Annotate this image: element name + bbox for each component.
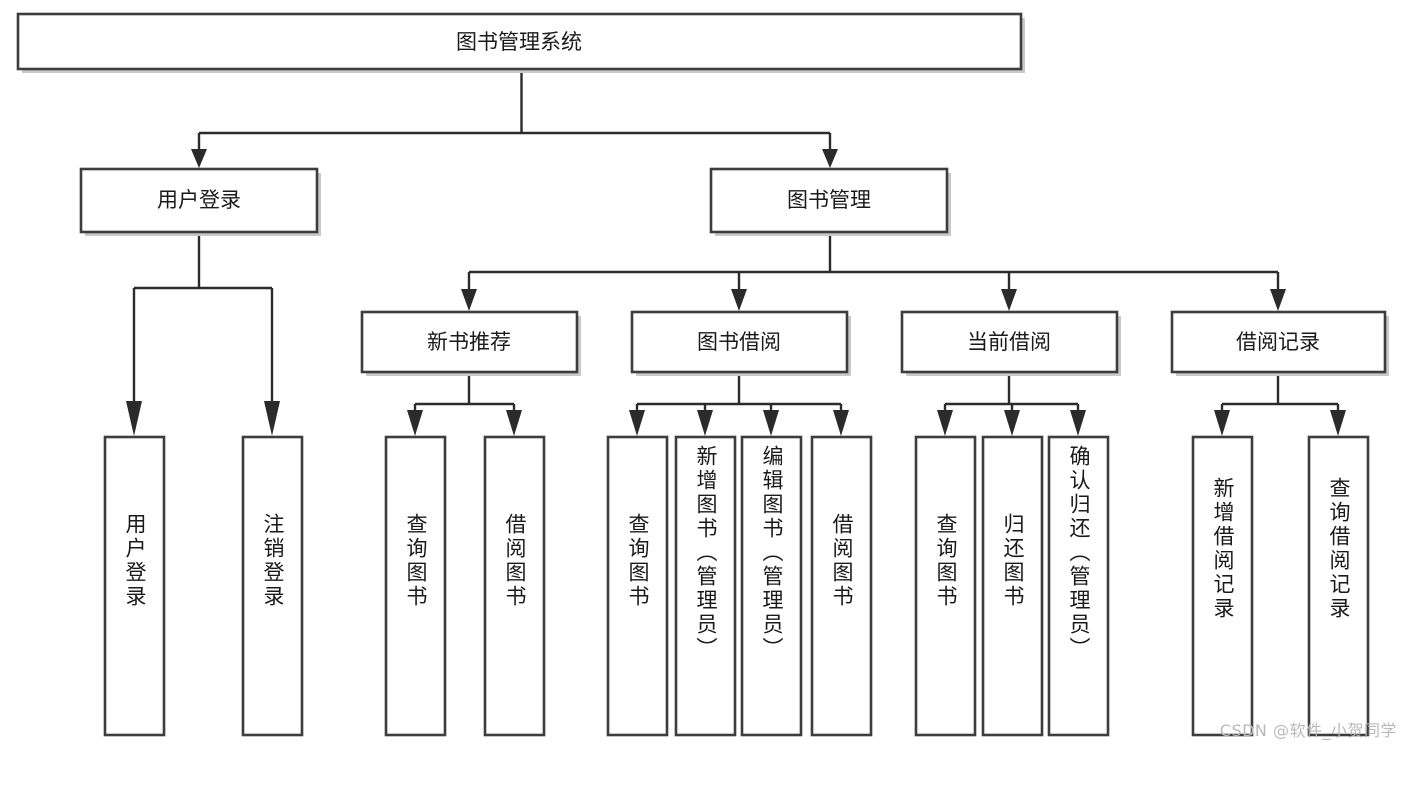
node-layer: 图书管理系统 用户登录 图书管理 新书推荐 图书借阅 当前借阅 借阅记录 [16,12,1389,737]
arrow-head-bw-2 [763,410,779,436]
arrow-head-book-manage [822,149,838,168]
node-borrow-record[interactable] [1170,310,1387,374]
arrow-head-cb-2 [1070,410,1086,436]
tree-diagram-svg: 图书管理系统 用户登录 图书管理 新书推荐 图书借阅 当前借阅 借阅记录 [16,12,1389,737]
arrow-head-bw-3 [833,410,849,436]
leaf-new-book-1[interactable] [483,435,546,737]
leaf-user-login-0[interactable] [103,435,166,737]
watermark-text: CSDN @软件_小贺同学 [1219,721,1397,740]
leaf-current-borrow-2[interactable] [1047,435,1110,737]
leaf-user-login-1[interactable] [241,435,304,737]
leaf-borrow-record-1[interactable] [1307,435,1370,737]
arrow-head-l3-2 [1001,289,1017,311]
node-book-manage[interactable] [709,167,949,234]
leaf-current-borrow-1[interactable] [981,435,1044,737]
node-new-book-recommend[interactable] [360,310,579,374]
leaf-new-book-0[interactable] [384,435,447,737]
node-current-borrow-label: 当前借阅 [967,330,1051,354]
node-book-borrow[interactable] [630,310,849,374]
node-root-label: 图书管理系统 [456,30,582,54]
node-user-login[interactable] [79,167,319,234]
node-book-borrow-label: 图书借阅 [697,330,781,354]
arrow-head-bw-0 [629,410,645,436]
leaf-book-borrow-3[interactable] [810,435,873,737]
node-borrow-record-label: 借阅记录 [1236,330,1320,354]
leaf-borrow-record-0[interactable] [1191,435,1254,737]
arrow-head-ul-1 [264,401,280,436]
arrow-head-l3-0 [461,289,477,311]
arrow-head-rc-1 [1330,410,1346,436]
arrow-head-rc-0 [1214,410,1230,436]
node-user-login-label: 用户登录 [157,188,241,212]
arrow-head-bw-1 [697,410,713,436]
leaf-book-borrow-0[interactable] [606,435,669,737]
leaf-book-borrow-2[interactable] [740,435,803,737]
node-book-manage-label: 图书管理 [787,188,871,212]
connector-layer [126,69,1346,436]
node-new-book-label: 新书推荐 [427,330,511,354]
arrow-head-cb-0 [937,410,953,436]
leaf-current-borrow-0[interactable] [914,435,977,737]
node-root[interactable] [16,12,1023,71]
arrow-head-nb-1 [506,410,522,436]
diagram-canvas: 图书管理系统 用户登录 图书管理 新书推荐 图书借阅 当前借阅 借阅记录 [16,12,1397,740]
arrow-head-user-login [191,149,207,168]
leaf-book-borrow-1[interactable] [674,435,737,737]
arrow-head-l3-3 [1270,289,1286,311]
arrow-head-cb-1 [1004,410,1020,436]
node-current-borrow[interactable] [900,310,1119,374]
arrow-head-l3-1 [731,289,747,311]
arrow-head-ul-0 [126,401,142,436]
arrow-head-nb-0 [407,410,423,436]
